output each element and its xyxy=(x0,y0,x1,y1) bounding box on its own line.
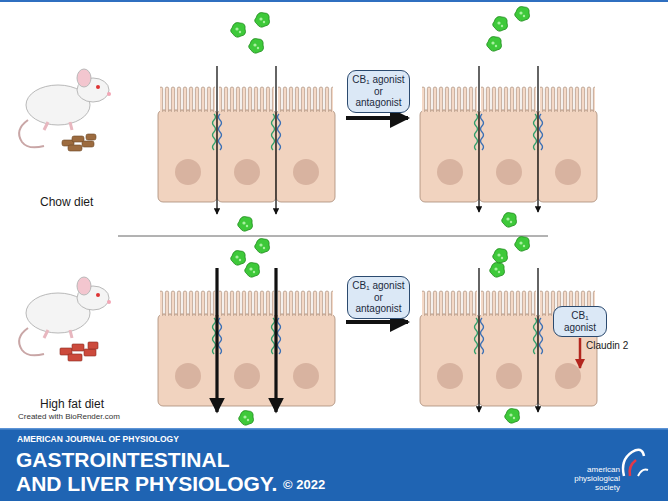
diet-label: High fat diet xyxy=(40,398,104,411)
journal-title: GASTROINTESTINAL xyxy=(16,448,230,471)
journal-title: AND LIVER PHYSIOLOGY. xyxy=(16,472,277,495)
protein-label: Claudin 2 xyxy=(586,340,628,351)
box-text: CB₁ agonist or antagonist xyxy=(352,280,405,315)
credit-text: Created with BioRender.com xyxy=(18,413,120,422)
box-text: CB₁ agonist xyxy=(558,310,602,333)
treatment-box: CB₁ agonist or antagonist xyxy=(347,70,410,113)
box-text: CB₁ agonist or antagonist xyxy=(352,74,405,109)
treatment-box: CB₁ agonist or antagonist xyxy=(347,276,410,319)
journal-name: AMERICAN JOURNAL OF PHYSIOLOGY xyxy=(17,435,179,444)
treatment-box: CB₁ agonist xyxy=(553,306,607,337)
society-name: american physiological society xyxy=(560,466,620,492)
diet-label: Chow diet xyxy=(40,196,93,209)
copyright: © 2022 xyxy=(283,478,325,492)
